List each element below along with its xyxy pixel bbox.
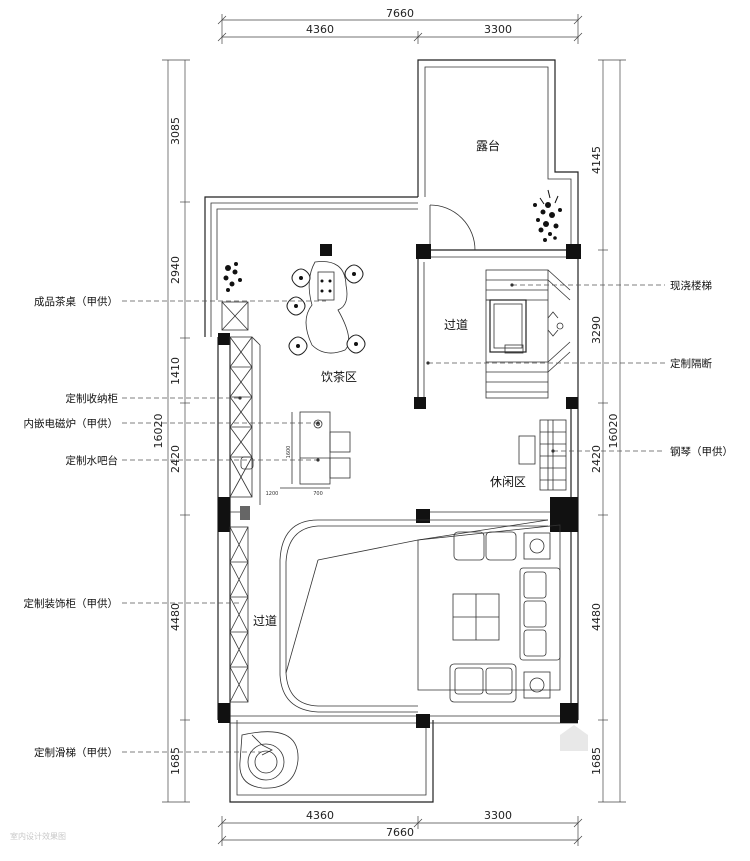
decorative-cabinet <box>229 526 249 703</box>
dim-left-total: 16020 <box>152 414 165 449</box>
dim-bottom-right: 3300 <box>484 809 512 822</box>
columns <box>218 244 581 728</box>
left-dimensions: 3085 2940 1410 16020 2420 4480 1685 <box>152 59 190 803</box>
dim-bottom-left: 4360 <box>306 809 334 822</box>
dim-left-2: 2940 <box>169 256 182 284</box>
dim-right-4: 4480 <box>590 603 603 631</box>
dim-right-3: 2420 <box>590 445 603 473</box>
watermark-logo-icon <box>560 725 588 751</box>
room-terrace: 露台 <box>476 138 500 153</box>
callout-induction-cooker: 内嵌电磁炉（甲供） <box>24 417 119 430</box>
curved-platform <box>279 519 549 713</box>
dim-right-1: 4145 <box>590 146 603 174</box>
dim-left-6: 1685 <box>169 747 182 775</box>
dim-left-3: 1410 <box>169 357 182 385</box>
tea-table <box>286 261 366 356</box>
dim-right-2: 3290 <box>590 316 603 344</box>
bar-width-dim: 1200 <box>266 491 279 497</box>
bar-depth-dim: 700 <box>313 491 323 497</box>
callout-piano: 钢琴（甲供） <box>670 445 733 458</box>
dim-top-total: 7660 <box>386 7 414 20</box>
dim-bottom-total: 7660 <box>386 826 414 839</box>
dim-right-total: 16020 <box>607 414 620 449</box>
dim-left-1: 3085 <box>169 117 182 145</box>
dim-left-5: 4480 <box>169 603 182 631</box>
door <box>429 204 476 251</box>
room-corridor-lower: 过道 <box>253 614 277 628</box>
callout-decorative-cabinet: 定制装饰柜（甲供） <box>24 597 119 610</box>
corner-plant-icon <box>221 262 249 331</box>
sofa-set <box>417 524 561 703</box>
room-lounge: 休闲区 <box>490 475 526 489</box>
watermark: 室内设计效果图 <box>10 831 66 841</box>
dim-left-4: 2420 <box>169 445 182 473</box>
dim-right-5: 1685 <box>590 747 603 775</box>
room-corridor-upper: 过道 <box>444 318 468 332</box>
callout-tea-table: 成品茶桌（甲供） <box>34 295 118 308</box>
dim-top-right: 3300 <box>484 23 512 36</box>
slide <box>239 731 299 789</box>
callout-slide: 定制滑梯（甲供） <box>34 746 118 759</box>
callout-water-bar: 定制水吧台 <box>66 454 119 467</box>
staircase <box>485 269 571 399</box>
bar-height-dim: 1600 <box>286 446 292 459</box>
callout-lines <box>122 283 665 753</box>
piano <box>518 419 567 491</box>
terrace: 露台 <box>417 59 579 250</box>
callout-staircase: 现浇楼梯 <box>670 279 712 292</box>
right-dimensions: 4145 3290 16020 2420 4480 1685 <box>590 59 626 803</box>
storage-cabinet <box>229 336 261 520</box>
water-bar: 1600 1200 700 <box>266 411 351 497</box>
outer-walls <box>204 196 579 803</box>
bottom-dimensions: 4360 3300 7660 <box>217 809 583 846</box>
callout-storage-cabinet: 定制收纳柜 <box>66 392 119 405</box>
room-tea-area: 饮茶区 <box>321 369 357 384</box>
callout-partition: 定制隔断 <box>670 357 712 370</box>
top-dimensions: 7660 4360 3300 <box>217 7 583 44</box>
plant-icon <box>533 189 562 242</box>
dim-top-left: 4360 <box>306 23 334 36</box>
